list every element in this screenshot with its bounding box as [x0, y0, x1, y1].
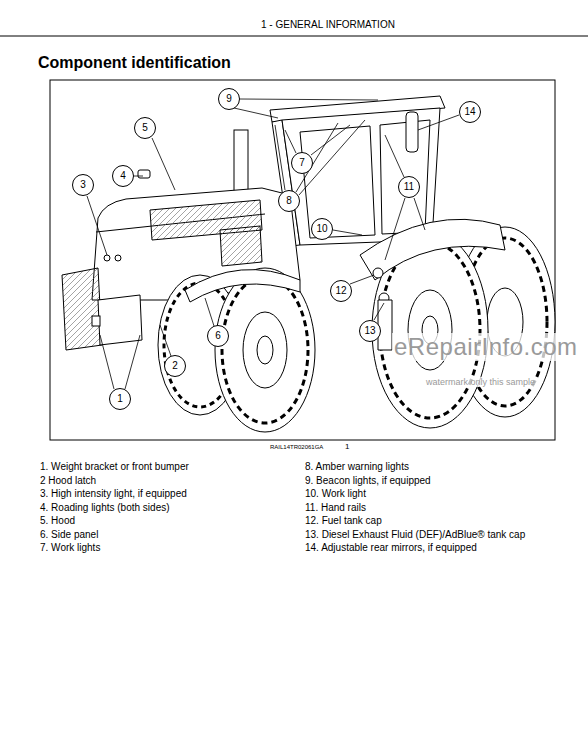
figure-code: RAIL14TR02061GA: [270, 444, 323, 451]
legend-item: 13. Diesel Exhaust Fluid (DEF)/AdBlue® t…: [305, 529, 525, 541]
legend-item: 7. Work lights: [40, 542, 100, 554]
legend-item: 5. Hood: [40, 515, 75, 527]
callout-number: 10: [316, 224, 327, 234]
page-title: Component identification: [38, 54, 231, 72]
legend-item: 12. Fuel tank cap: [305, 515, 382, 527]
callout-circle: 12: [330, 280, 352, 302]
callout-circle: 6: [207, 325, 229, 347]
legend-item: 14. Adjustable rear mirrors, if equipped: [305, 542, 477, 554]
callout-number: 14: [464, 107, 475, 117]
callout-number: 8: [286, 196, 292, 206]
figure-number: 1: [345, 442, 349, 451]
watermark-note: watermark only this sample: [424, 377, 537, 387]
callout-circle: 1: [109, 388, 131, 410]
callout-circle: 5: [134, 117, 156, 139]
callout-circle: 2: [164, 355, 186, 377]
callout-circle: 8: [278, 190, 300, 212]
legend-item: 1. Weight bracket or front bumper: [40, 461, 189, 473]
legend-item: 3. High intensity light, if equipped: [40, 488, 187, 500]
callout-circle: 10: [311, 218, 333, 240]
legend-item: 6. Side panel: [40, 529, 98, 541]
callout-number: 4: [120, 171, 126, 181]
callout-number: 13: [364, 326, 375, 336]
legend-item: 11. Hand rails: [305, 502, 366, 514]
callout-number: 6: [215, 331, 221, 341]
callout-circle: 11: [398, 176, 420, 198]
callout-number: 9: [226, 94, 232, 104]
callout-circle: 7: [291, 152, 313, 174]
legend-item: 10. Work light: [305, 488, 366, 500]
callout-number: 3: [80, 180, 86, 190]
legend-item: 4. Roading lights (both sides): [40, 502, 170, 514]
callout-number: 12: [335, 286, 346, 296]
header: 1 - GENERAL INFORMATION: [261, 19, 395, 31]
legend-item: 9. Beacon lights, if equipped: [305, 475, 431, 487]
callout-number: 1: [117, 394, 123, 404]
callout-number: 5: [142, 123, 148, 133]
callout-circle: 13: [359, 320, 381, 342]
callout-circle: 3: [72, 174, 94, 196]
callout-circle: 9: [218, 88, 240, 110]
legend-item: 2 Hood latch: [40, 475, 96, 487]
callout-circle: 14: [459, 101, 481, 123]
callout-number: 11: [404, 182, 414, 192]
callout-number: 2: [172, 361, 178, 371]
callout-number: 7: [299, 158, 305, 168]
legend-item: 8. Amber warning lights: [305, 461, 409, 473]
callout-circle: 4: [112, 165, 134, 187]
watermark: eRepairInfo.com: [392, 333, 580, 361]
